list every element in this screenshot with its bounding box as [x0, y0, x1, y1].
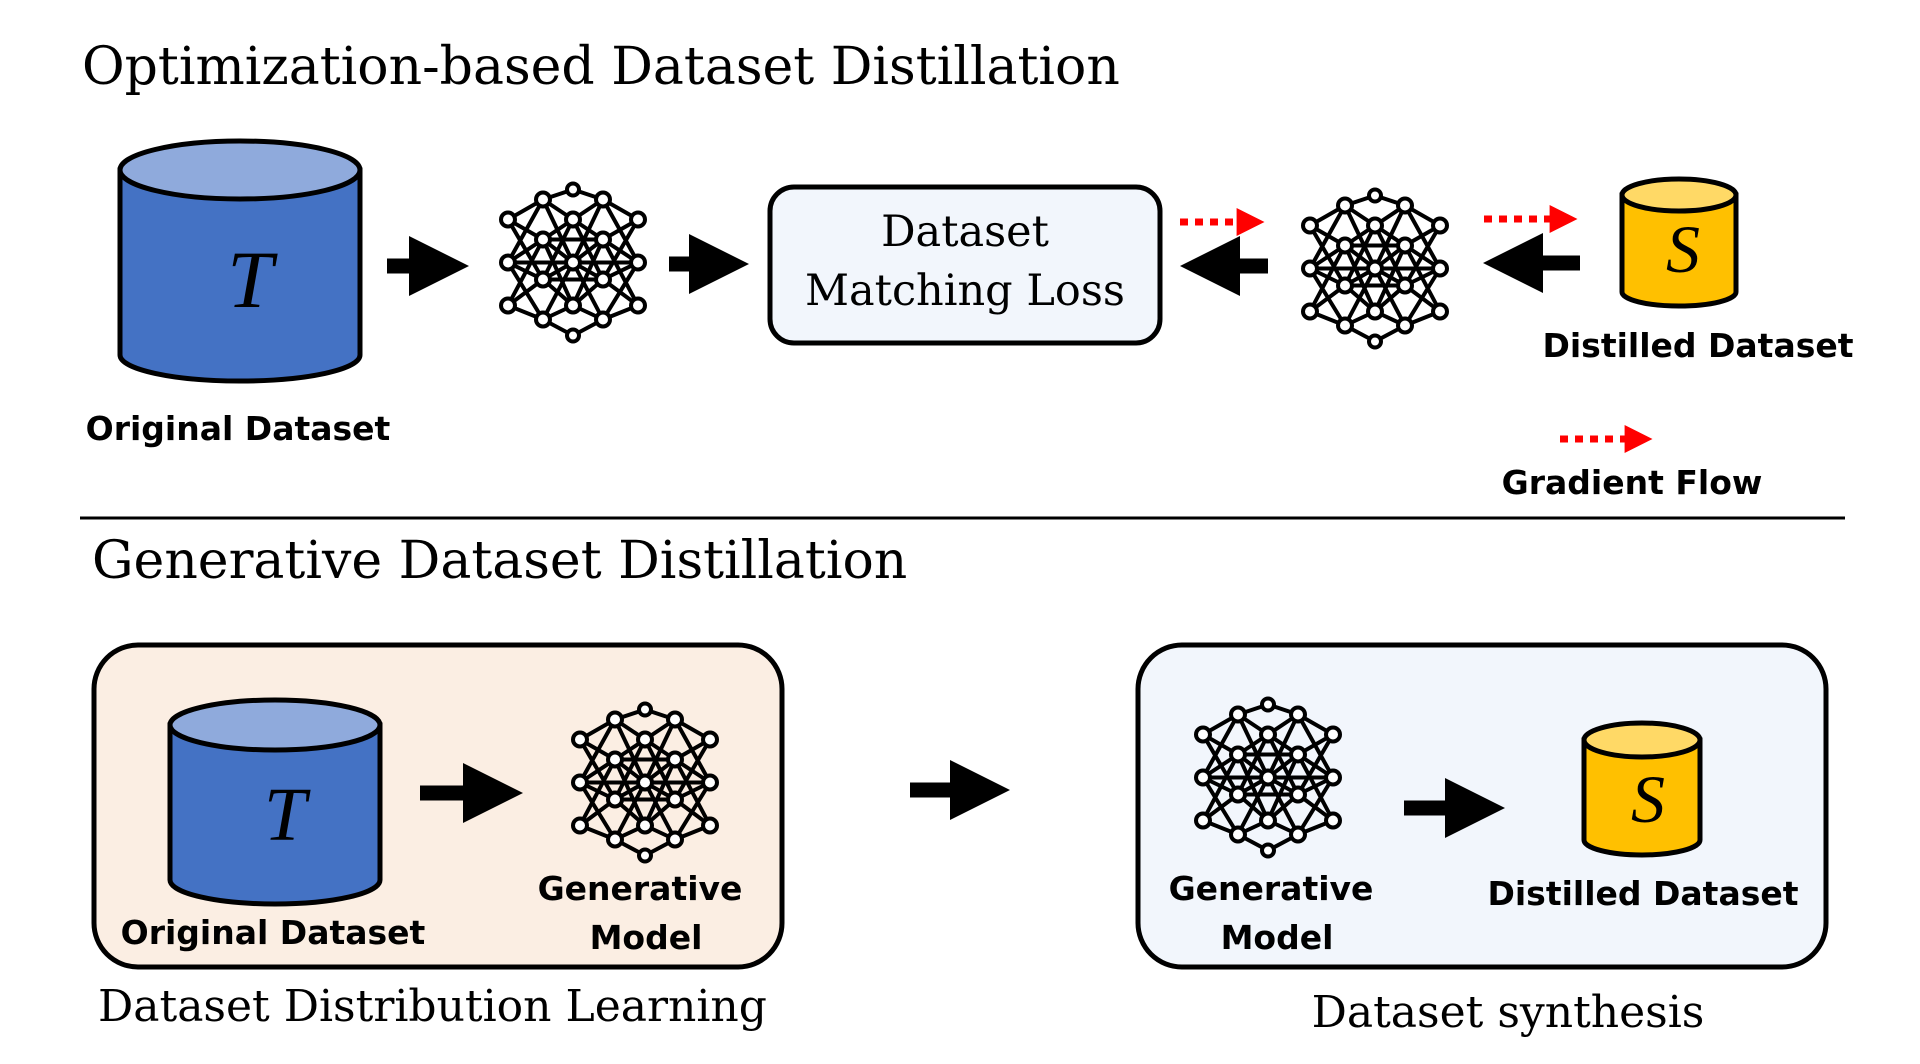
distilled-dataset-symbol: S: [1666, 211, 1700, 287]
generative-model-line2: Model: [1221, 918, 1334, 957]
original-dataset-label: Original Dataset: [86, 409, 391, 448]
distilled-dataset-icon: [1581, 720, 1703, 858]
synthesis-panel-caption: Dataset synthesis: [1312, 987, 1705, 1038]
bottom-section-title: Generative Dataset Distillation: [92, 531, 907, 591]
original-dataset-icon: [117, 138, 363, 384]
matching-box-line1: Dataset: [881, 207, 1049, 257]
distilled-dataset-icon: [1619, 176, 1739, 309]
original-dataset-label: Original Dataset: [121, 913, 426, 952]
generative-model-line1: Generative: [538, 869, 743, 908]
matching-box-line2: Matching Loss: [805, 266, 1125, 316]
distilled-dataset-symbol: S: [1631, 761, 1665, 837]
distilled-dataset-label: Distilled Dataset: [1542, 326, 1853, 365]
generative-model-line1: Generative: [1169, 869, 1374, 908]
original-dataset-symbol: T: [227, 234, 278, 325]
distilled-dataset-label: Distilled Dataset: [1487, 874, 1798, 913]
legend-label: Gradient Flow: [1502, 463, 1763, 502]
original-dataset-icon: [167, 697, 383, 907]
neural-network-icon: [1303, 190, 1447, 348]
generative-model-line2: Model: [590, 918, 703, 957]
matching-loss-box: [767, 184, 1163, 346]
top-section-title: Optimization-based Dataset Distillation: [82, 37, 1120, 97]
learning-panel-caption: Dataset Distribution Learning: [98, 981, 767, 1032]
original-dataset-symbol: T: [264, 773, 311, 857]
neural-network-icon: [501, 184, 645, 342]
